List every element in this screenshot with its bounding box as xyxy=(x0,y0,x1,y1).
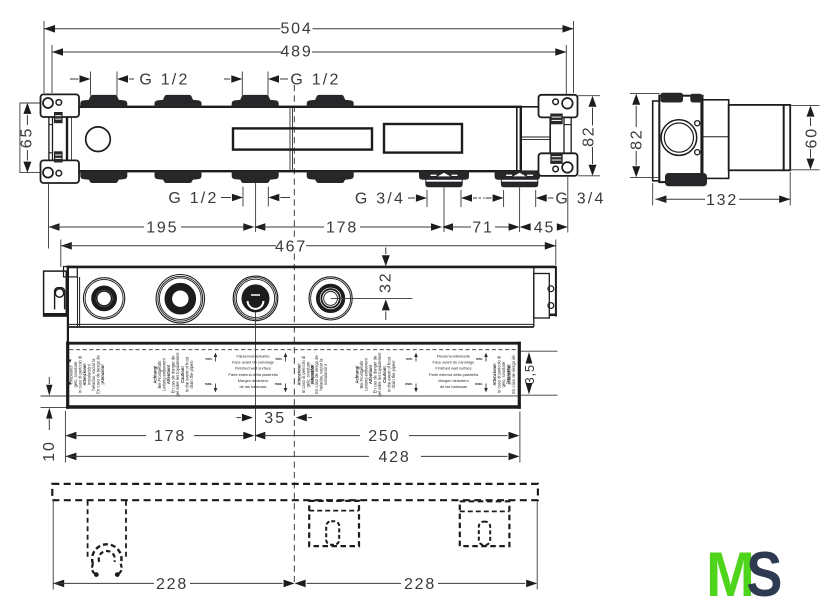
svg-text:228: 228 xyxy=(156,576,188,593)
svg-text:Finished wall surface: Finished wall surface xyxy=(435,366,471,371)
svg-text:¡Atención!: ¡Atención! xyxy=(100,364,105,384)
svg-text:32: 32 xyxy=(378,272,395,293)
svg-text:In caso di pericolo di: In caso di pericolo di xyxy=(497,356,502,393)
svg-text:178: 178 xyxy=(154,428,186,445)
svg-text:G 3/4: G 3/4 xyxy=(555,191,605,208)
svg-text:drain the pipes!: drain the pipes! xyxy=(391,361,396,389)
svg-text:¡Atención!: ¡Atención! xyxy=(507,364,512,384)
svg-text:Caution!: Caution! xyxy=(180,366,185,383)
svg-text:467: 467 xyxy=(275,238,307,255)
svg-text:489: 489 xyxy=(280,44,312,61)
svg-text:M: M xyxy=(706,540,755,610)
svg-text:gelo, svuotare: gelo, svuotare xyxy=(501,361,506,387)
svg-text:82: 82 xyxy=(629,128,646,149)
svg-text:3,5: 3,5 xyxy=(522,364,537,384)
svg-text:l'impianto!: l'impianto! xyxy=(506,365,511,383)
svg-text:Caution!: Caution! xyxy=(382,366,387,383)
svg-text:195: 195 xyxy=(146,220,178,237)
svg-text:82: 82 xyxy=(581,125,598,146)
svg-text:gelo, svuotare: gelo, svuotare xyxy=(306,361,311,387)
svg-text:45: 45 xyxy=(534,220,555,237)
svg-text:In the event of frost: In the event of frost xyxy=(387,356,392,392)
svg-text:En caso de riesgo de: En caso de riesgo de xyxy=(96,355,101,394)
svg-text:Attenzione!: Attenzione! xyxy=(297,363,302,385)
svg-text:G 3/4: G 3/4 xyxy=(355,191,405,208)
svg-text:504: 504 xyxy=(280,21,312,38)
svg-text:Achtung!: Achtung! xyxy=(153,366,158,384)
svg-text:de las baldosas: de las baldosas xyxy=(239,384,266,389)
svg-text:Parte esterna della piastrella: Parte esterna della piastrella xyxy=(228,372,278,377)
svg-text:gelo, svuotare: gelo, svuotare xyxy=(73,361,78,387)
svg-text:max.: max. xyxy=(475,382,483,386)
svg-text:Margen delantero: Margen delantero xyxy=(238,378,269,383)
svg-text:In the event of frost: In the event of frost xyxy=(185,356,190,392)
svg-text:Attenzione!: Attenzione! xyxy=(82,363,87,385)
svg-text:heladas, vaciar la: heladas, vaciar la xyxy=(91,358,96,391)
svg-text:min.: min. xyxy=(476,357,483,361)
svg-text:l'impianto!: l'impianto! xyxy=(310,365,315,383)
svg-text:G 1/2: G 1/2 xyxy=(290,71,340,88)
svg-text:Attention!: Attention! xyxy=(368,365,373,384)
svg-text:60: 60 xyxy=(803,127,820,148)
svg-text:min.: min. xyxy=(276,357,283,361)
svg-text:Bei Frostgefahr: Bei Frostgefahr xyxy=(359,360,364,389)
svg-text:Leitung entleeren!: Leitung entleeren! xyxy=(162,358,167,391)
svg-text:max.: max. xyxy=(205,382,213,386)
svg-text:132: 132 xyxy=(706,192,738,209)
svg-text:drain the pipes!: drain the pipes! xyxy=(189,361,194,389)
svg-text:Face avant du carrelage: Face avant du carrelage xyxy=(433,360,475,365)
svg-text:l'impianto!: l'impianto! xyxy=(69,365,74,383)
svg-text:G 1/2: G 1/2 xyxy=(168,190,218,207)
svg-text:Attention!: Attention! xyxy=(166,365,171,384)
svg-text:S: S xyxy=(746,540,782,610)
svg-text:228: 228 xyxy=(404,576,436,593)
svg-text:instalación!: instalación! xyxy=(323,364,328,384)
svg-text:En caso de riesgo de: En caso de riesgo de xyxy=(314,355,319,394)
svg-text:Attenzione!: Attenzione! xyxy=(492,363,497,385)
svg-text:En caso de riesgo de: En caso de riesgo de xyxy=(511,355,516,394)
svg-text:Bei Frostgefahr: Bei Frostgefahr xyxy=(157,360,162,389)
svg-text:428: 428 xyxy=(378,449,410,466)
svg-text:Leitung entleeren!: Leitung entleeren! xyxy=(364,358,369,391)
svg-text:250: 250 xyxy=(368,428,400,445)
svg-text:Parte esterna della piastrella: Parte esterna della piastrella xyxy=(429,372,479,377)
svg-text:max.: max. xyxy=(405,382,413,386)
svg-text:10: 10 xyxy=(41,440,58,461)
svg-text:71: 71 xyxy=(472,220,493,237)
svg-text:In caso di pericolo di: In caso di pericolo di xyxy=(301,356,306,393)
svg-text:Margen delantero: Margen delantero xyxy=(438,378,469,383)
svg-text:Fliesenvorderkante: Fliesenvorderkante xyxy=(236,353,269,358)
svg-text:¡Atención!: ¡Atención! xyxy=(310,364,315,384)
svg-text:Finished wall surface: Finished wall surface xyxy=(235,366,271,371)
svg-text:gel vider les tuyauteries!: gel vider les tuyauteries! xyxy=(377,352,382,396)
svg-text:min.: min. xyxy=(206,357,213,361)
svg-text:max.: max. xyxy=(275,382,283,386)
svg-text:En cas de danger de: En cas de danger de xyxy=(373,355,378,394)
svg-text:min.: min. xyxy=(406,357,413,361)
svg-text:heladas, vaciar la: heladas, vaciar la xyxy=(319,358,324,391)
svg-text:Face avant du carrelage: Face avant du carrelage xyxy=(232,360,274,365)
svg-text:Fliesenvorderkante: Fliesenvorderkante xyxy=(437,353,470,358)
svg-text:65: 65 xyxy=(18,127,35,148)
svg-text:In caso di pericolo di: In caso di pericolo di xyxy=(78,356,83,393)
svg-text:Achtung!: Achtung! xyxy=(355,366,360,384)
svg-text:En cas de danger de: En cas de danger de xyxy=(171,355,176,394)
svg-text:178: 178 xyxy=(326,220,358,237)
svg-text:de las baldosas: de las baldosas xyxy=(440,384,467,389)
svg-text:35: 35 xyxy=(264,410,286,427)
svg-text:G 1/2: G 1/2 xyxy=(139,71,189,88)
svg-text:gel vider les tuyauteries!: gel vider les tuyauteries! xyxy=(175,352,180,396)
svg-text:instalación!: instalación! xyxy=(87,364,92,384)
